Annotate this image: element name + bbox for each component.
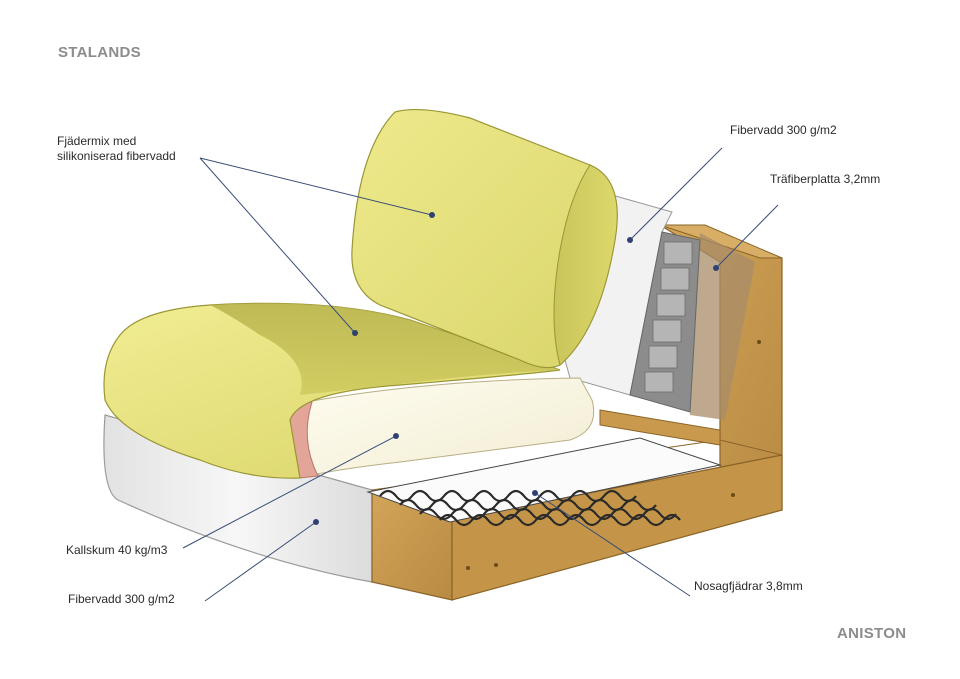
brand-aniston: ANISTON: [837, 625, 907, 642]
spring-bed: [366, 437, 722, 527]
brand-stalands: STALANDS: [58, 44, 141, 61]
fiber-back-layer: [564, 194, 701, 413]
leader-feather-seat: [199, 157, 356, 334]
frame-back-panel: [659, 224, 783, 511]
leader-coldfoam: [182, 435, 397, 549]
label-fiber-bottom: Fibervadd 300 g/m2: [68, 592, 175, 606]
label-feather-line2: silikoniserad fibervadd: [57, 149, 176, 163]
dot-seat-cushion: [352, 330, 358, 336]
label-cold-foam: Kallskum 40 kg/m3: [66, 543, 168, 557]
leader-hardboard: [715, 204, 779, 269]
dot-hardboard: [713, 265, 719, 271]
label-fiber-top: Fibervadd 300 g/m2: [730, 123, 837, 137]
label-feather-line1: Fjädermix med: [57, 134, 137, 148]
dot-fiber-bottom: [313, 519, 319, 525]
label-springs: Nosagfjädrar 3,8mm: [694, 579, 803, 593]
leader-springs: [534, 492, 691, 597]
seat-cushion: [103, 302, 561, 479]
back-cushion: [351, 108, 618, 369]
dot-back-cushion: [429, 212, 435, 218]
label-feather-mix: Fjädermix med silikoniserad fibervadd: [57, 134, 176, 164]
leader-fiber-top: [629, 147, 723, 241]
leader-fiber-bottom: [204, 521, 317, 602]
label-hardboard: Träfiberplatta 3,2mm: [770, 172, 881, 186]
base-fiber-wrap: [103, 414, 373, 583]
dot-fiber-top: [627, 237, 633, 243]
dot-coldfoam: [393, 433, 399, 439]
leader-lines: [182, 147, 779, 602]
leader-dots: [313, 212, 719, 525]
dot-springs: [532, 490, 538, 496]
leader-feather-back: [199, 157, 433, 216]
